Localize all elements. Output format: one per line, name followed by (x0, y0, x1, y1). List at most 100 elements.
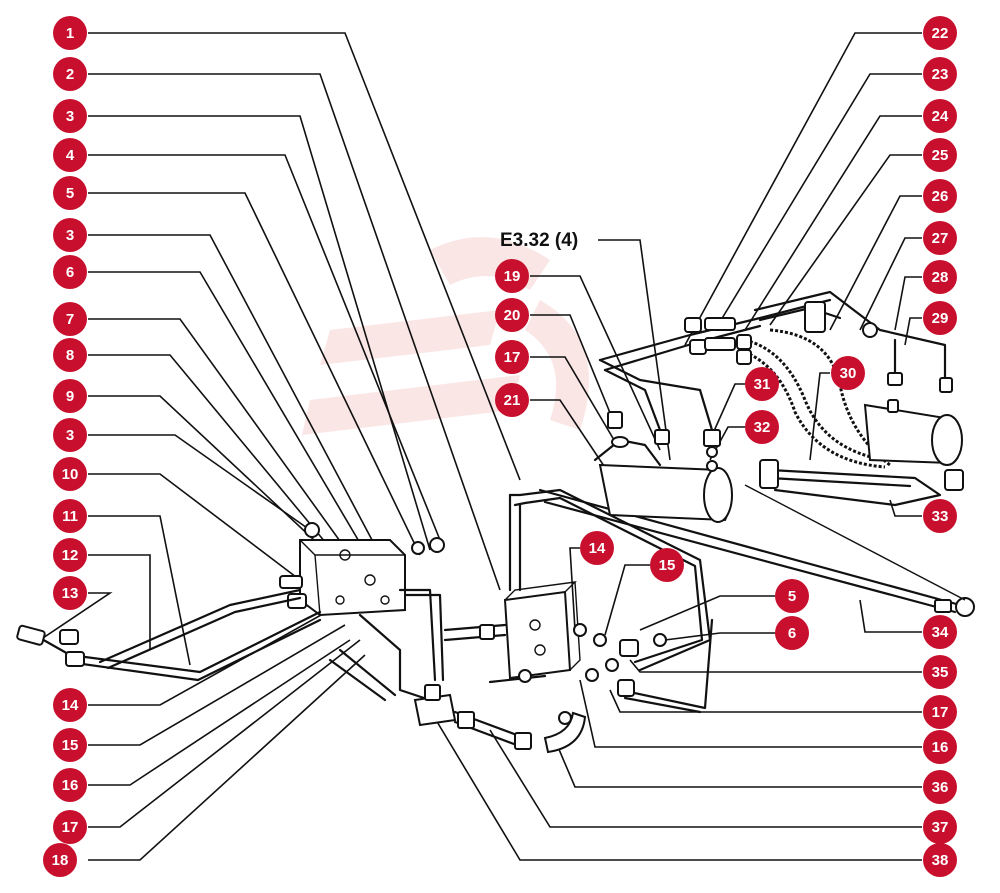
callout-number: 4 (66, 147, 75, 164)
callout-12-left-13: 12 (53, 538, 87, 572)
callout-number: 24 (932, 108, 949, 125)
callout-circle (53, 538, 87, 572)
callout-22-right-0: 22 (923, 16, 957, 50)
callout-number: 15 (62, 737, 79, 754)
callout-circle (923, 695, 957, 729)
callout-number: 14 (589, 540, 606, 557)
callout-circle (53, 576, 87, 610)
callout-circle (495, 259, 529, 293)
callout-6-inline-9: 6 (775, 616, 809, 650)
callout-circle (53, 99, 87, 133)
callout-number: 5 (788, 588, 796, 605)
callout-circle (53, 302, 87, 336)
callout-14-left-15: 14 (53, 688, 87, 722)
callout-number: 2 (66, 66, 74, 83)
callout-9-left-9: 9 (53, 379, 87, 413)
callout-circle (53, 255, 87, 289)
callout-25-right-3: 25 (923, 138, 957, 172)
callout-circle (923, 843, 957, 877)
callout-number: 5 (66, 185, 74, 202)
callout-5-left-4: 5 (53, 176, 87, 210)
callout-number: 36 (932, 779, 949, 796)
callout-number: 23 (932, 66, 949, 83)
callout-circle (775, 616, 809, 650)
callout-7-left-7: 7 (53, 302, 87, 336)
callout-circle (53, 338, 87, 372)
callout-16-left-17: 16 (53, 768, 87, 802)
callout-circle (53, 176, 87, 210)
callout-number: 31 (754, 376, 771, 393)
callout-circle (580, 531, 614, 565)
callout-11-left-12: 11 (53, 499, 87, 533)
callout-circle (775, 579, 809, 613)
callout-number: 8 (66, 347, 74, 364)
callout-number: 12 (62, 547, 79, 564)
callout-number: 13 (62, 585, 79, 602)
callout-number: 20 (504, 307, 521, 324)
callout-number: 21 (504, 392, 521, 409)
callout-circle (43, 843, 77, 877)
callout-number: 6 (66, 264, 74, 281)
callout-28-right-6: 28 (923, 260, 957, 294)
callout-circle (53, 728, 87, 762)
callout-38-right-16: 38 (923, 843, 957, 877)
callout-31-inline-4: 31 (745, 367, 779, 401)
callout-24-right-2: 24 (923, 99, 957, 133)
callout-15-left-16: 15 (53, 728, 87, 762)
callout-number: 27 (932, 230, 949, 247)
callout-circle (53, 768, 87, 802)
callout-circle (650, 548, 684, 582)
callout-circle (923, 301, 957, 335)
callout-number: 25 (932, 147, 949, 164)
callout-26-right-4: 26 (923, 179, 957, 213)
callout-number: 29 (932, 310, 949, 327)
callout-13-left-14: 13 (53, 576, 87, 610)
callout-circle (923, 810, 957, 844)
cylinder-upper (593, 411, 733, 523)
callout-number: 3 (66, 427, 74, 444)
callout-number: 3 (66, 227, 74, 244)
callout-number: 10 (62, 466, 79, 483)
callout-number: 15 (659, 557, 676, 574)
callout-circle (923, 615, 957, 649)
callout-circle (745, 367, 779, 401)
leader-lines (39, 32, 922, 861)
callout-number: 17 (504, 349, 521, 366)
callout-19-inline-0: 19 (495, 259, 529, 293)
callout-number: 19 (504, 268, 521, 285)
callout-number: 37 (932, 819, 949, 836)
callout-number: 18 (52, 852, 69, 869)
callout-37-right-15: 37 (923, 810, 957, 844)
callout-circle (923, 730, 957, 764)
callout-circle (923, 179, 957, 213)
callout-number: 34 (932, 624, 949, 641)
callout-16-right-13: 16 (923, 730, 957, 764)
callout-circle (53, 57, 87, 91)
callout-20-inline-1: 20 (495, 298, 529, 332)
callout-15-inline-7: 15 (650, 548, 684, 582)
callout-number: 32 (754, 419, 771, 436)
callout-number: 35 (932, 664, 949, 681)
callout-circle (923, 138, 957, 172)
valve-block-middle (503, 581, 581, 680)
callout-circle (53, 688, 87, 722)
callout-badges: 1234536789310111213141516171822232425262… (43, 16, 957, 877)
callout-circle (923, 655, 957, 689)
callout-number: 16 (62, 777, 79, 794)
callout-number: 7 (66, 311, 74, 328)
callout-14-inline-6: 14 (580, 531, 614, 565)
callout-circle (495, 298, 529, 332)
cylinder-right (863, 399, 963, 466)
callout-1-left-0: 1 (53, 16, 87, 50)
callout-21-inline-3: 21 (495, 383, 529, 417)
callout-35-right-11: 35 (923, 655, 957, 689)
callout-number: 16 (932, 739, 949, 756)
valve-block-left (299, 539, 406, 617)
callout-circle (923, 57, 957, 91)
callout-circle (495, 340, 529, 374)
callout-number: 26 (932, 188, 949, 205)
callout-number: 22 (932, 25, 949, 42)
callout-number: 38 (932, 852, 949, 869)
callout-circle (53, 218, 87, 252)
